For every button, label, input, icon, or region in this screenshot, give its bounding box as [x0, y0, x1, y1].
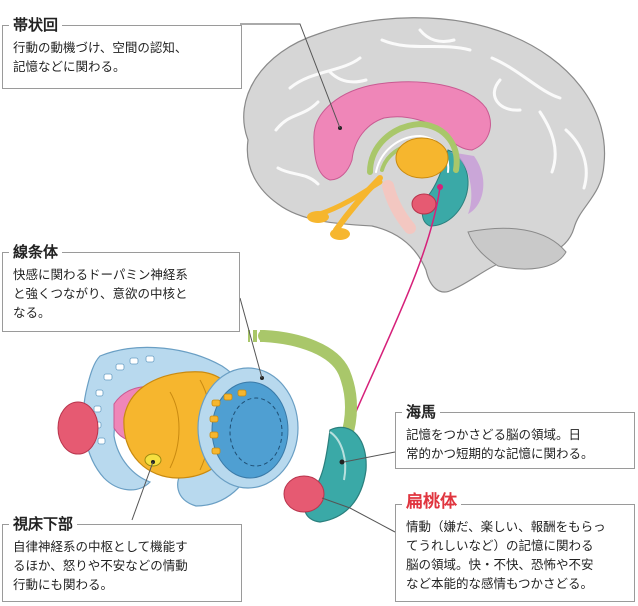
striatum-title: 線条体 — [9, 242, 63, 262]
amygdala-title: 扁桃体 — [402, 492, 461, 512]
striatum-callout: 線条体 快感に関わるドーパミン神経系 と強くつながり、意欲の中核と なる。 — [2, 242, 240, 332]
zoom-arrow — [337, 186, 441, 451]
cingulate-gyrus-title: 帯状回 — [9, 15, 63, 35]
leader-lines — [131, 23, 396, 533]
thalamus-shape-in-brain — [395, 137, 449, 179]
hypothalamus-callout: 視床下部 自律神経系の中枢として機能す るほか、怒りや不安などの情動 行動にも関… — [2, 514, 242, 602]
hippocampus-title: 海馬 — [402, 402, 441, 422]
hippocampus-callout: 海馬 記憶をつかさどる脳の領域。日 常的かつ短期的な記憶に関わる。 — [395, 402, 635, 469]
cingulate-gyrus-callout: 帯状回 行動の動機づけ、空間の認知、 記憶などに関わる。 — [2, 15, 242, 89]
hypothalamus-description: 自律神経系の中枢として機能す るほか、怒りや不安などの情動 行動にも関わる。 — [13, 539, 188, 592]
hypothalamus-title: 視床下部 — [9, 514, 78, 534]
amygdala-description: 情動（嫌だ、楽しい、報酬をもらっ てうれしいなど）の記憶に関わる 脳の領域。快・… — [406, 519, 606, 591]
amygdala-shape-in-brain — [411, 193, 437, 215]
enlarged-limbic-view — [57, 330, 367, 523]
hippocampus-description: 記憶をつかさどる脳の領域。日 常的かつ短期的な記憶に関わる。 — [406, 427, 594, 461]
cingulate-gyrus-description: 行動の動機づけ、空間の認知、 記憶などに関わる。 — [13, 40, 188, 74]
amygdala-callout: 扁桃体 情動（嫌だ、楽しい、報酬をもらっ てうれしいなど）の記憶に関わる 脳の領… — [395, 492, 635, 602]
striatum-description: 快感に関わるドーパミン神経系 と強くつながり、意欲の中核と なる。 — [13, 267, 188, 320]
brainstem-pathways — [307, 175, 416, 240]
